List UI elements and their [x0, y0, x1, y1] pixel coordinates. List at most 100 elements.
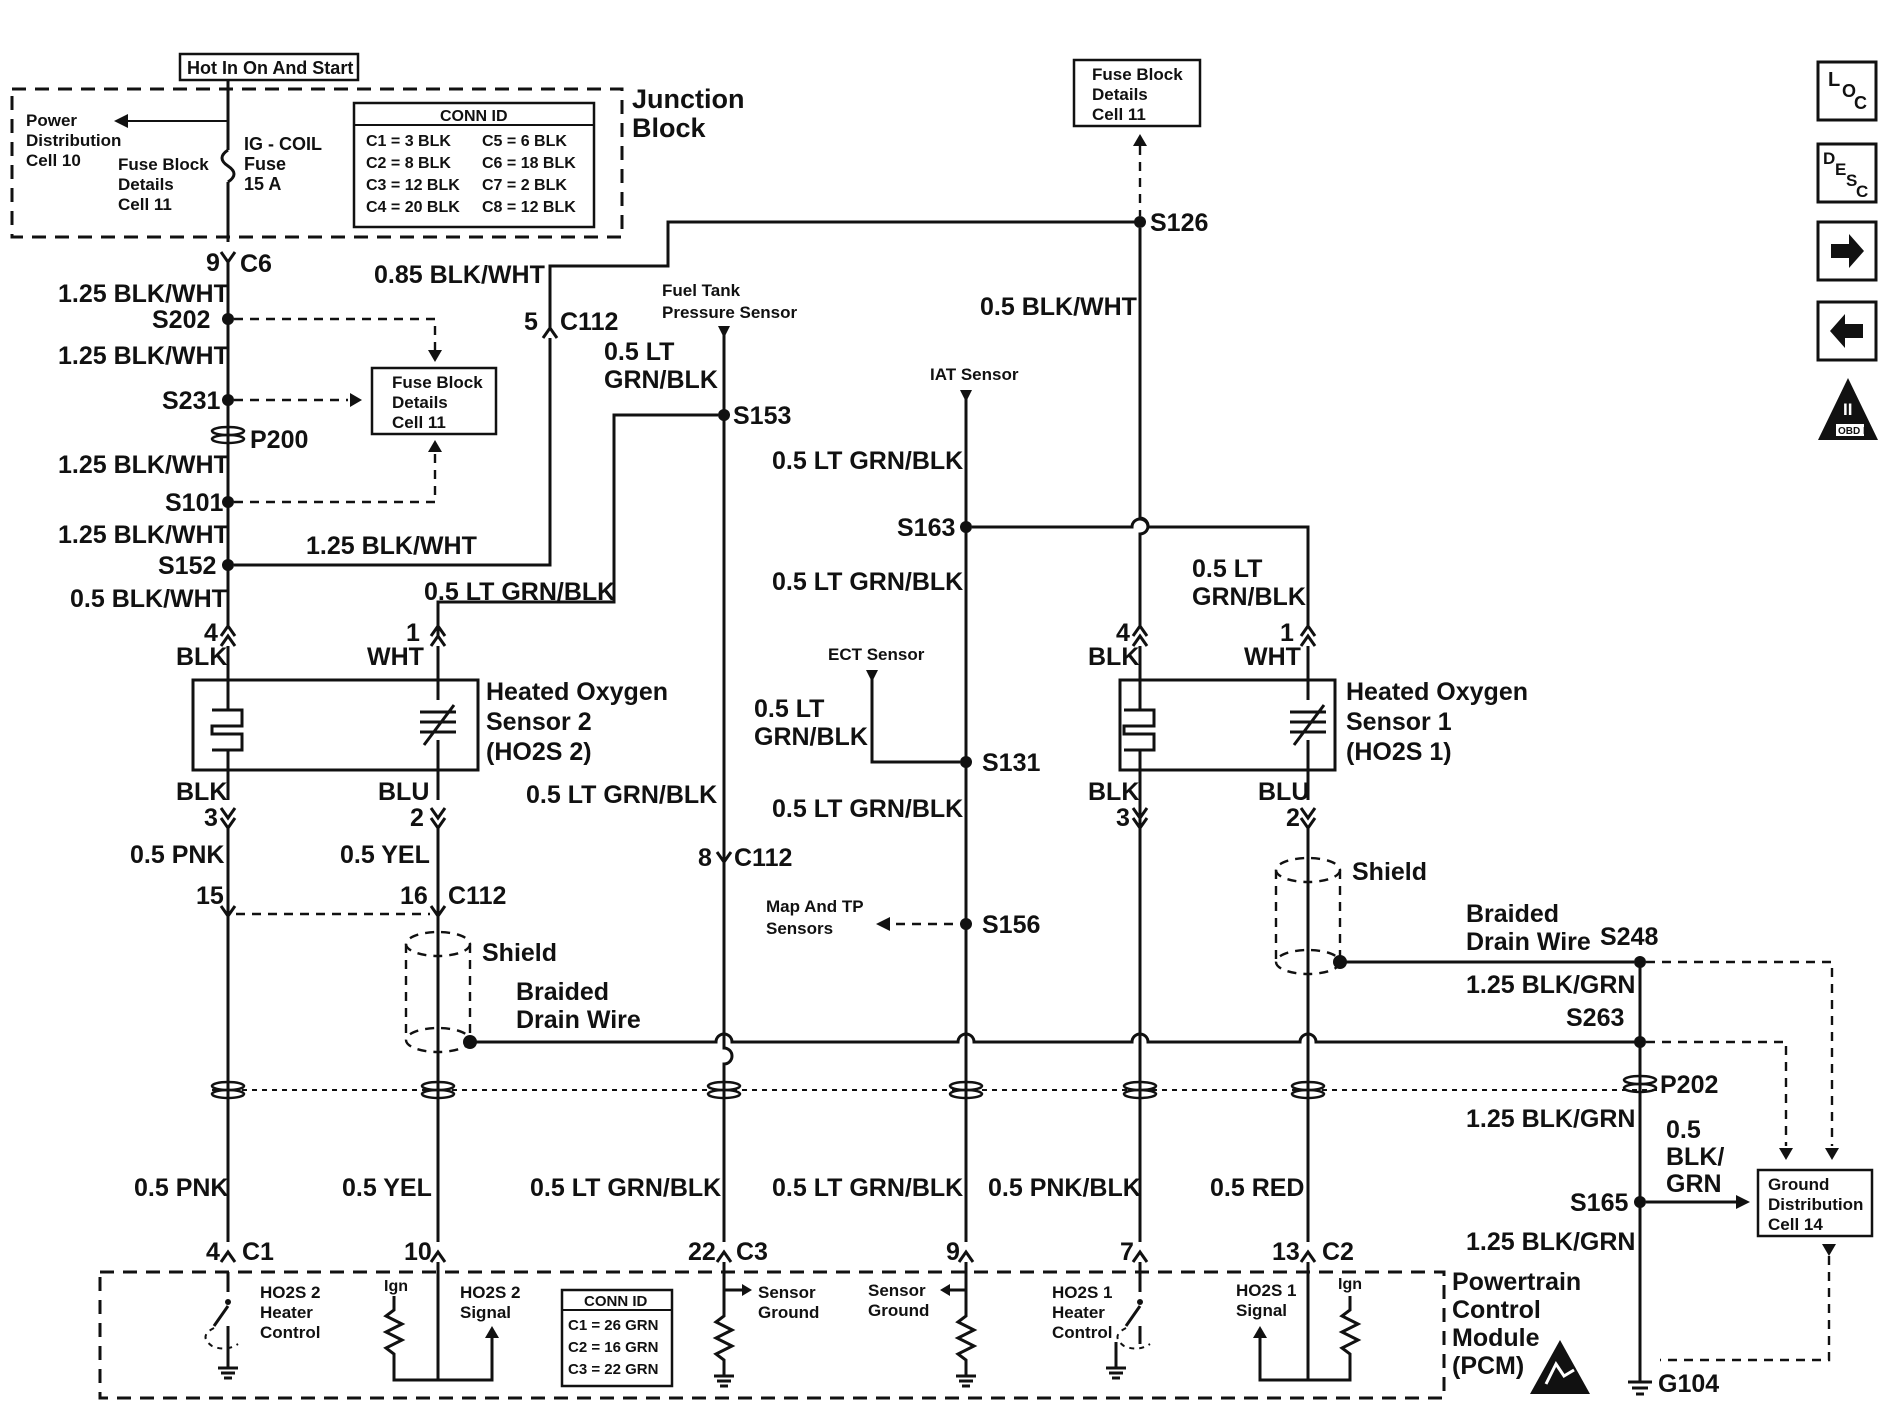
next-arrow-button[interactable] — [1816, 220, 1878, 282]
svg-text:Sensor: Sensor — [758, 1283, 816, 1302]
splice-s156 — [960, 918, 972, 930]
p202-inline — [1622, 1074, 1658, 1094]
svg-text:Heater: Heater — [260, 1303, 313, 1322]
svg-text:Drain Wire: Drain Wire — [516, 1006, 641, 1034]
svg-text:BLU: BLU — [1258, 778, 1309, 806]
svg-text:C7 = 2 BLK: C7 = 2 BLK — [482, 177, 567, 194]
p200-inline — [210, 425, 246, 445]
svg-text:0.5 YEL: 0.5 YEL — [342, 1174, 432, 1202]
svg-text:Fuse Block: Fuse Block — [392, 373, 483, 392]
inline-connectors — [210, 1080, 1326, 1100]
svg-text:HO2S 1: HO2S 1 — [1052, 1283, 1112, 1302]
svg-text:Block: Block — [632, 113, 707, 143]
obd-ii-button[interactable]: II OBD II — [1818, 378, 1878, 440]
svg-text:CONN ID: CONN ID — [440, 108, 508, 125]
svg-text:1.25 BLK/WHT: 1.25 BLK/WHT — [58, 342, 229, 370]
esd-warning-icon — [1530, 1340, 1590, 1394]
arrow-right-icon — [1831, 234, 1864, 268]
svg-text:0.5 LT GRN/BLK: 0.5 LT GRN/BLK — [772, 568, 963, 596]
power-distribution-ref: Power Distribution Cell 10 — [26, 111, 121, 170]
svg-text:Module: Module — [1452, 1324, 1540, 1352]
svg-text:Junction: Junction — [632, 84, 745, 114]
svg-text:Pressure Sensor: Pressure Sensor — [662, 303, 798, 322]
svg-text:0.5 YEL: 0.5 YEL — [340, 841, 430, 869]
svg-text:0.5 PNK/BLK: 0.5 PNK/BLK — [988, 1174, 1141, 1202]
g104-ground-symbol — [1628, 1370, 1652, 1396]
sensor-ground-2-circuit — [940, 1262, 978, 1388]
svg-text:Sensor 1: Sensor 1 — [1346, 708, 1452, 736]
ho2s2-heater-label: HO2S 2 Heater Control — [260, 1283, 320, 1342]
svg-text:Powertrain: Powertrain — [1452, 1268, 1581, 1296]
svg-text:10: 10 — [404, 1238, 432, 1266]
svg-text:Details: Details — [118, 175, 174, 194]
svg-text:Braided: Braided — [1466, 900, 1559, 928]
wire-s126-to-ho2s1 — [1138, 228, 1150, 626]
desc-button[interactable]: D E S C — [1816, 142, 1878, 204]
sensor-ground-2-label: Sensor Ground — [868, 1281, 929, 1320]
svg-text:C3 = 12 BLK: C3 = 12 BLK — [366, 177, 460, 194]
svg-text:0.5: 0.5 — [1666, 1116, 1701, 1144]
svg-text:Sensor: Sensor — [868, 1281, 926, 1300]
svg-text:Distribution: Distribution — [26, 131, 121, 150]
svg-text:S248: S248 — [1600, 923, 1658, 951]
svg-text:Fuse Block: Fuse Block — [118, 155, 209, 174]
svg-text:1.25 BLK/GRN: 1.25 BLK/GRN — [1466, 1228, 1635, 1256]
svg-text:Heater: Heater — [1052, 1303, 1105, 1322]
svg-text:C2: C2 — [1322, 1238, 1354, 1266]
loc-button[interactable]: L O C — [1816, 60, 1878, 122]
prev-arrow-button[interactable] — [1816, 300, 1878, 362]
drain-wire-left — [476, 1032, 1640, 1044]
svg-text:0.5 RED: 0.5 RED — [1210, 1174, 1304, 1202]
svg-text:BLK: BLK — [176, 643, 227, 671]
ig-coil-fuse-label: IG - COIL Fuse 15 A — [244, 134, 322, 194]
svg-text:(HO2S 2): (HO2S 2) — [486, 738, 592, 766]
svg-text:Control: Control — [260, 1323, 320, 1342]
svg-text:C1 = 26 GRN: C1 = 26 GRN — [568, 1317, 658, 1334]
svg-text:BLK/: BLK/ — [1666, 1143, 1724, 1171]
svg-text:Heated Oxygen: Heated Oxygen — [486, 678, 668, 706]
svg-text:S202: S202 — [152, 306, 210, 334]
svg-text:Control: Control — [1452, 1296, 1541, 1324]
ground-distribution-ref: Ground Distribution Cell 14 — [1756, 1168, 1874, 1238]
jb-conn-id-table: CONN ID C1 = 3 BLK C5 = 6 BLK C2 = 8 BLK… — [352, 101, 596, 229]
splice-s153 — [718, 409, 730, 421]
svg-text:0.5 LT GRN/BLK: 0.5 LT GRN/BLK — [772, 1174, 963, 1202]
svg-text:OBD II: OBD II — [1838, 426, 1869, 437]
svg-text:4: 4 — [1116, 619, 1130, 647]
svg-text:0.5 PNK: 0.5 PNK — [130, 841, 224, 869]
svg-text:Ign: Ign — [1338, 1276, 1362, 1293]
svg-text:WHT: WHT — [1244, 643, 1301, 671]
svg-text:Cell 11: Cell 11 — [118, 195, 172, 214]
svg-text:1.25 BLK/WHT: 1.25 BLK/WHT — [58, 451, 229, 479]
svg-text:S126: S126 — [1150, 209, 1208, 237]
svg-text:0.5 LT: 0.5 LT — [604, 338, 674, 366]
svg-text:9: 9 — [946, 1238, 960, 1266]
svg-text:P202: P202 — [1660, 1071, 1718, 1099]
svg-text:0.5 LT GRN/BLK: 0.5 LT GRN/BLK — [772, 447, 963, 475]
arrow-left-icon — [1830, 314, 1863, 348]
svg-text:3: 3 — [1116, 804, 1130, 832]
fuse-block-details-ref-mid: Fuse Block Details Cell 11 — [370, 366, 498, 436]
svg-text:GRN: GRN — [1666, 1170, 1722, 1198]
svg-text:S231: S231 — [162, 387, 220, 415]
svg-text:16: 16 — [400, 882, 428, 910]
svg-text:1.25 BLK/WHT: 1.25 BLK/WHT — [58, 280, 229, 308]
splice-s163 — [960, 521, 972, 533]
svg-text:0.5 PNK: 0.5 PNK — [134, 1174, 228, 1202]
svg-text:0.5 BLK/WHT: 0.5 BLK/WHT — [70, 585, 227, 613]
svg-text:E: E — [1835, 160, 1846, 179]
svg-text:Ground: Ground — [868, 1301, 929, 1320]
svg-text:C112: C112 — [560, 308, 618, 336]
svg-text:1.25 BLK/WHT: 1.25 BLK/WHT — [306, 532, 477, 560]
svg-text:7: 7 — [1120, 1238, 1134, 1266]
svg-text:0.5 LT GRN/BLK: 0.5 LT GRN/BLK — [424, 578, 615, 606]
svg-text:ECT Sensor: ECT Sensor — [828, 645, 925, 664]
ho2s1-heater-label: HO2S 1 Heater Control — [1052, 1283, 1112, 1342]
svg-text:Sensors: Sensors — [766, 919, 833, 938]
sensor-ground-1-circuit — [712, 1262, 752, 1388]
svg-text:HO2S 2: HO2S 2 — [260, 1283, 320, 1302]
splice-s131 — [960, 756, 972, 768]
svg-text:GRN/BLK: GRN/BLK — [1192, 583, 1306, 611]
svg-text:Cell 11: Cell 11 — [1092, 105, 1146, 124]
svg-text:S152: S152 — [158, 552, 216, 580]
